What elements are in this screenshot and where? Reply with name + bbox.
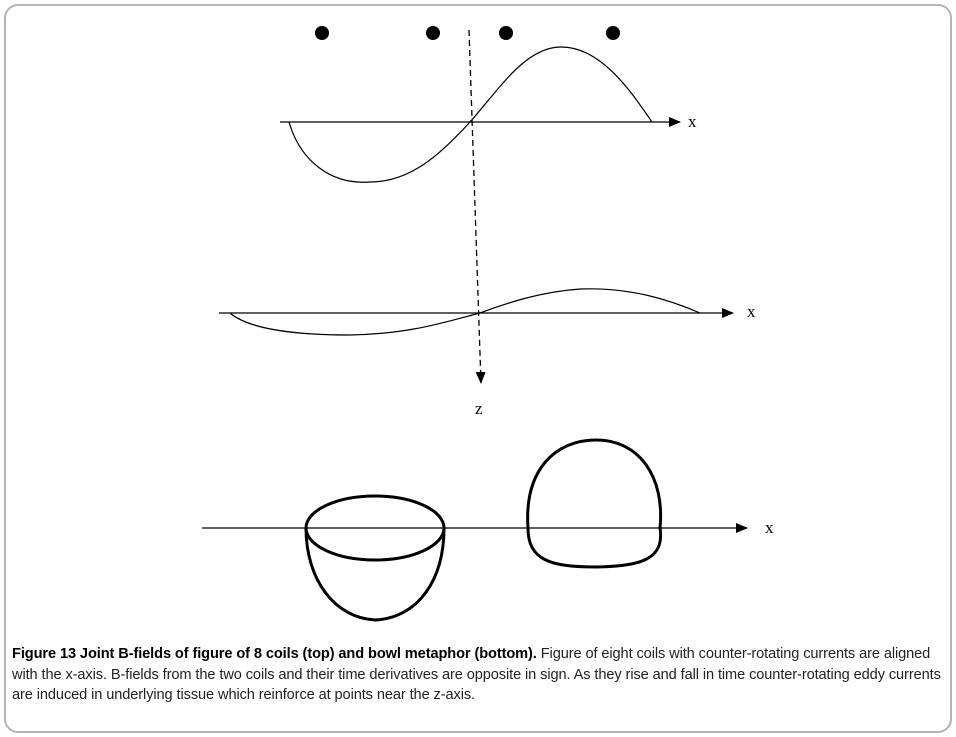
figure-frame: [4, 4, 952, 733]
z-axis: z: [468, 29, 486, 418]
right-dome: [526, 438, 663, 569]
coil-dot: [499, 26, 513, 40]
z-axis-line: [468, 29, 486, 384]
figure-diagram: x x z x: [202, 26, 774, 622]
left-bowl-body: [304, 527, 446, 622]
coil-dot: [606, 26, 620, 40]
bottom-x-label: x: [765, 518, 774, 537]
caption-body: Figure of eight coils with counter-rotat…: [12, 646, 941, 703]
top-x-label: x: [688, 112, 697, 131]
middle-x-label: x: [747, 302, 756, 321]
coil-dot: [426, 26, 440, 40]
coil-dot: [315, 26, 329, 40]
z-axis-label: z: [475, 399, 483, 418]
caption-title: Figure 13 Joint B-fields of figure of 8 …: [12, 646, 537, 662]
middle-field-curve: [229, 288, 701, 336]
figure-caption: Figure 13 Joint B-fields of figure of 8 …: [12, 644, 947, 706]
middle-field-plot: x: [219, 288, 756, 336]
top-field-plot: x: [280, 46, 697, 183]
coil-dots: [315, 26, 620, 40]
top-field-curve: [288, 46, 653, 183]
bowl-metaphor: x: [202, 438, 774, 622]
